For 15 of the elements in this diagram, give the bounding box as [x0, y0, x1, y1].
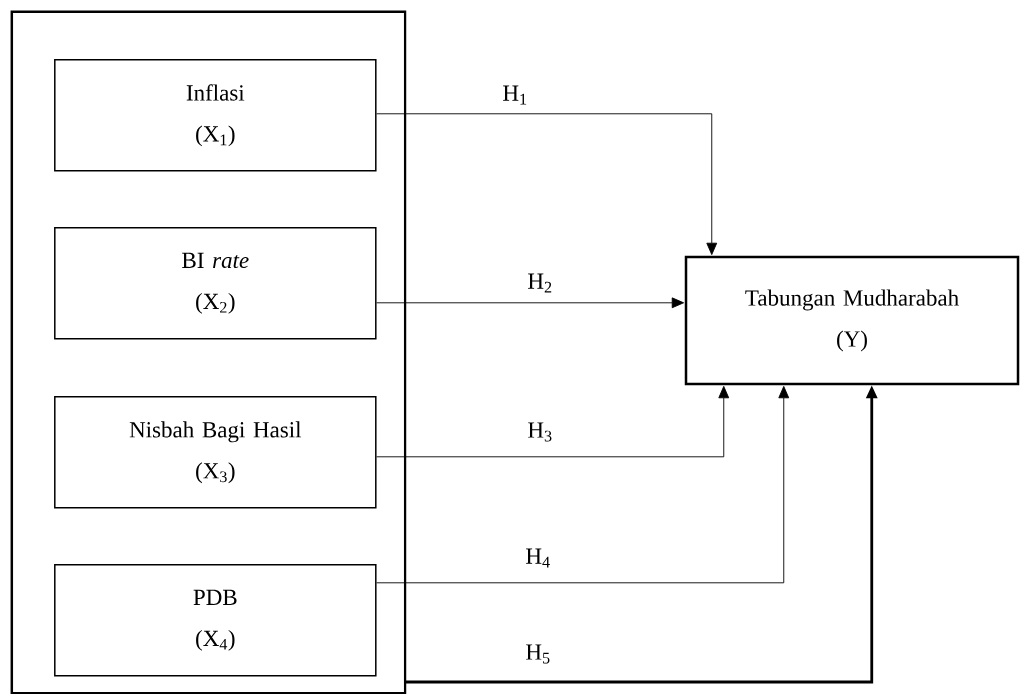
edge-label: H$_{5}$	[524, 643, 552, 665]
edge-label: H$_{1}$	[501, 84, 529, 106]
arrow	[376, 385, 730, 458]
group-frame	[10, 10, 407, 694]
variable-box: BI rate (X$_{2}$)	[54, 227, 377, 340]
arrow	[376, 113, 718, 256]
arrow	[376, 297, 685, 309]
variable-box: Inflasi (X$_{1}$)	[54, 59, 377, 172]
edge-label: H$_{3}$	[526, 421, 554, 443]
edge-label: H$_{4}$	[524, 547, 552, 569]
edge-label: H$_{2}$	[526, 272, 554, 294]
variable-box: Tabungan Mudharabah (Y)	[684, 255, 1020, 386]
arrow	[376, 385, 790, 584]
variable-box: Nisbah Bagi Hasil (X$_{3}$)	[54, 396, 377, 509]
variable-box: PDB (X$_{4}$)	[54, 564, 377, 677]
